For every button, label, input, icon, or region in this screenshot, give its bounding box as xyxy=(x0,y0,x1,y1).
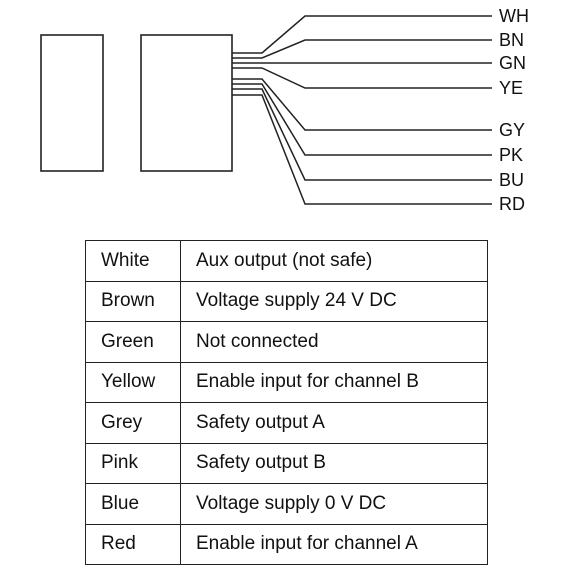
wire-function-cell: Enable input for channel B xyxy=(180,361,488,403)
wire-line-4 xyxy=(232,78,492,131)
wire-color-cell: Pink xyxy=(85,442,181,484)
wire-color-cell: Brown xyxy=(85,280,181,322)
wire-function-cell: Not connected xyxy=(180,321,488,363)
sensor-block xyxy=(140,34,233,172)
wire-color-cell: Yellow xyxy=(85,361,181,403)
wire-function-cell: Voltage supply 0 V DC xyxy=(180,483,488,525)
wire-color-cell: Green xyxy=(85,321,181,363)
wire-line-7 xyxy=(232,94,492,205)
wire-code-label: WH xyxy=(499,6,529,26)
wire-function-cell: Aux output (not safe) xyxy=(180,240,488,282)
wire-code-label: GN xyxy=(499,53,526,73)
wiring-diagram-svg: WH BN GN YE GY PK BU RD xyxy=(40,6,529,214)
wire-code-label: BU xyxy=(499,170,524,190)
wire-function-cell: Enable input for channel A xyxy=(180,523,488,565)
wire-code-label: RD xyxy=(499,194,525,214)
wire-line-3 xyxy=(232,67,492,89)
wire-color-cell: Red xyxy=(85,523,181,565)
wiring-diagram: WH BN GN YE GY PK BU RD xyxy=(0,0,575,225)
wire-function-cell: Safety output A xyxy=(180,402,488,444)
wire-line-0 xyxy=(232,15,492,54)
wire-code-label: YE xyxy=(499,78,523,98)
wire-function-cell: Voltage supply 24 V DC xyxy=(180,280,488,322)
wire-line-5 xyxy=(232,83,492,156)
wire-color-cell: White xyxy=(85,240,181,282)
wire-color-cell: Blue xyxy=(85,483,181,525)
wire-group: WH BN GN YE GY PK BU RD xyxy=(232,6,529,214)
wire-code-label: GY xyxy=(499,120,525,140)
wire-line-1 xyxy=(232,39,492,59)
wire-code-label: BN xyxy=(499,30,524,50)
actuator-block xyxy=(40,34,104,172)
wire-color-cell: Grey xyxy=(85,402,181,444)
wire-function-cell: Safety output B xyxy=(180,442,488,484)
wire-code-label: PK xyxy=(499,145,523,165)
wire-line-6 xyxy=(232,88,492,181)
